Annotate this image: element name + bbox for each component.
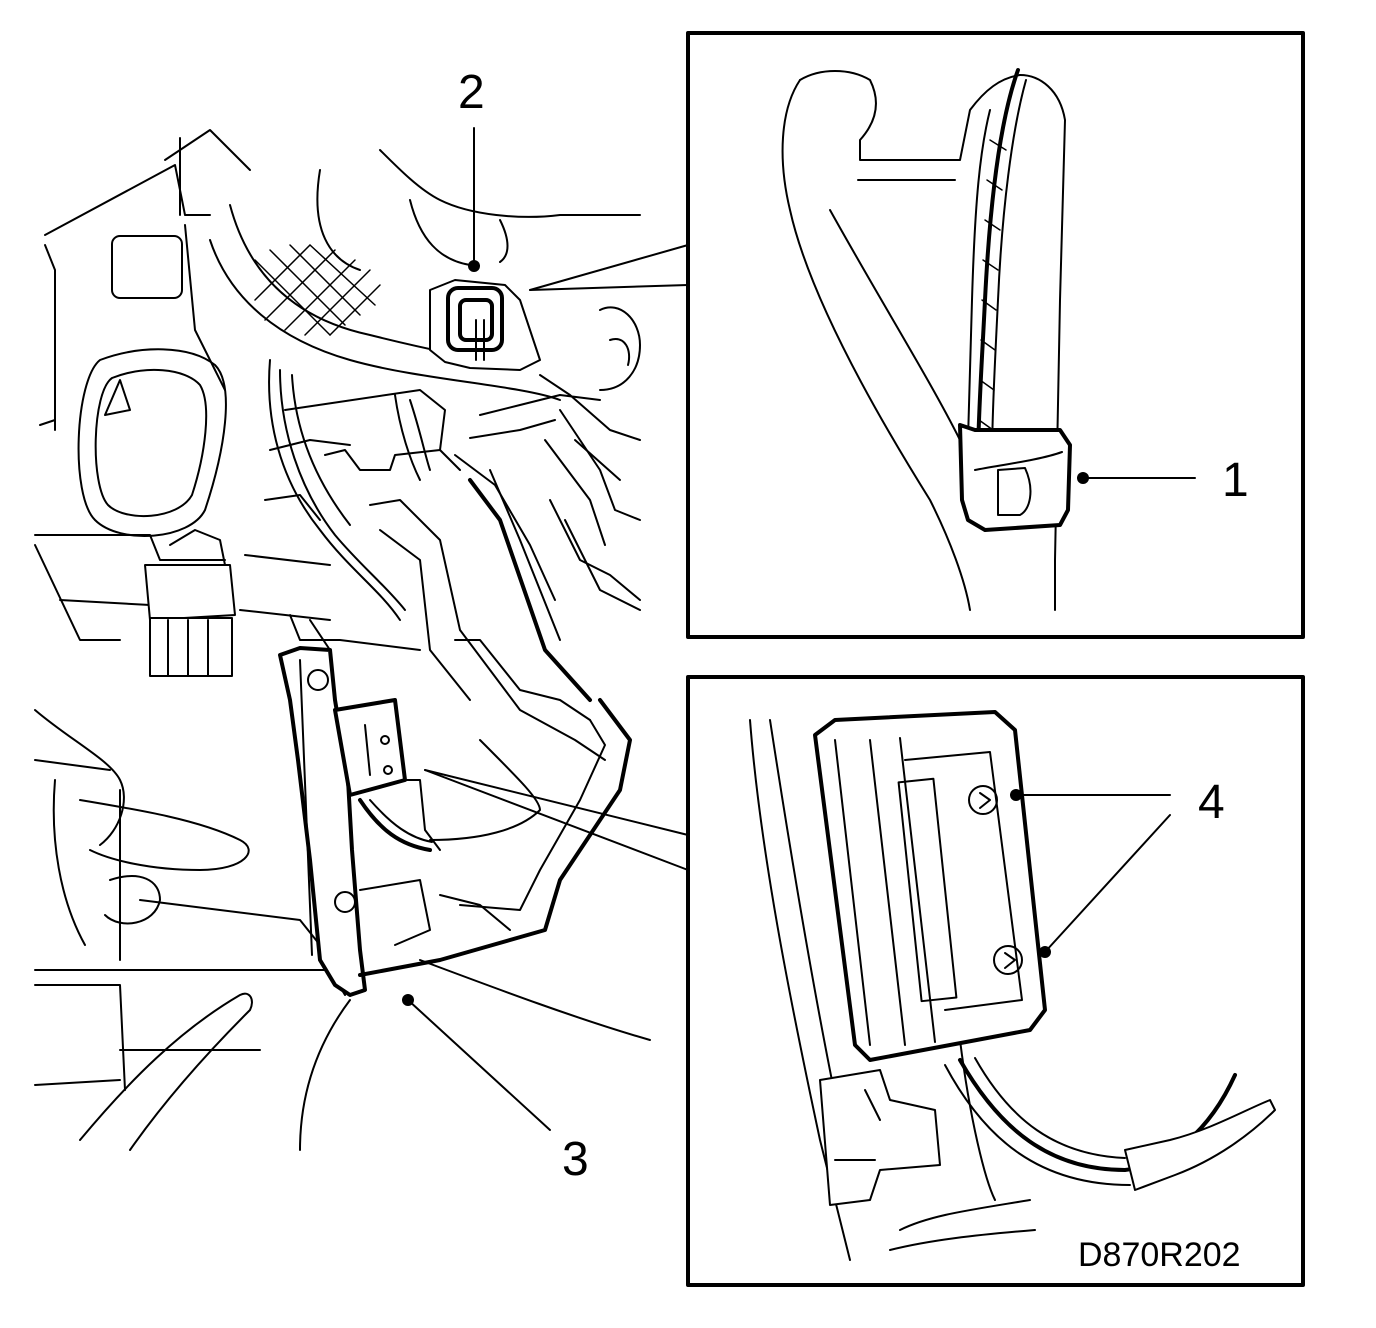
inset-detail-bottom (686, 675, 1305, 1287)
callout-2: 2 (458, 66, 485, 119)
inset-detail-top (686, 31, 1305, 639)
drawing-code: D870R202 (1078, 1236, 1241, 1274)
callout-4: 4 (1198, 776, 1225, 829)
callout-1: 1 (1222, 454, 1249, 507)
main-scene (34, 127, 689, 1151)
callout-3: 3 (562, 1133, 589, 1186)
